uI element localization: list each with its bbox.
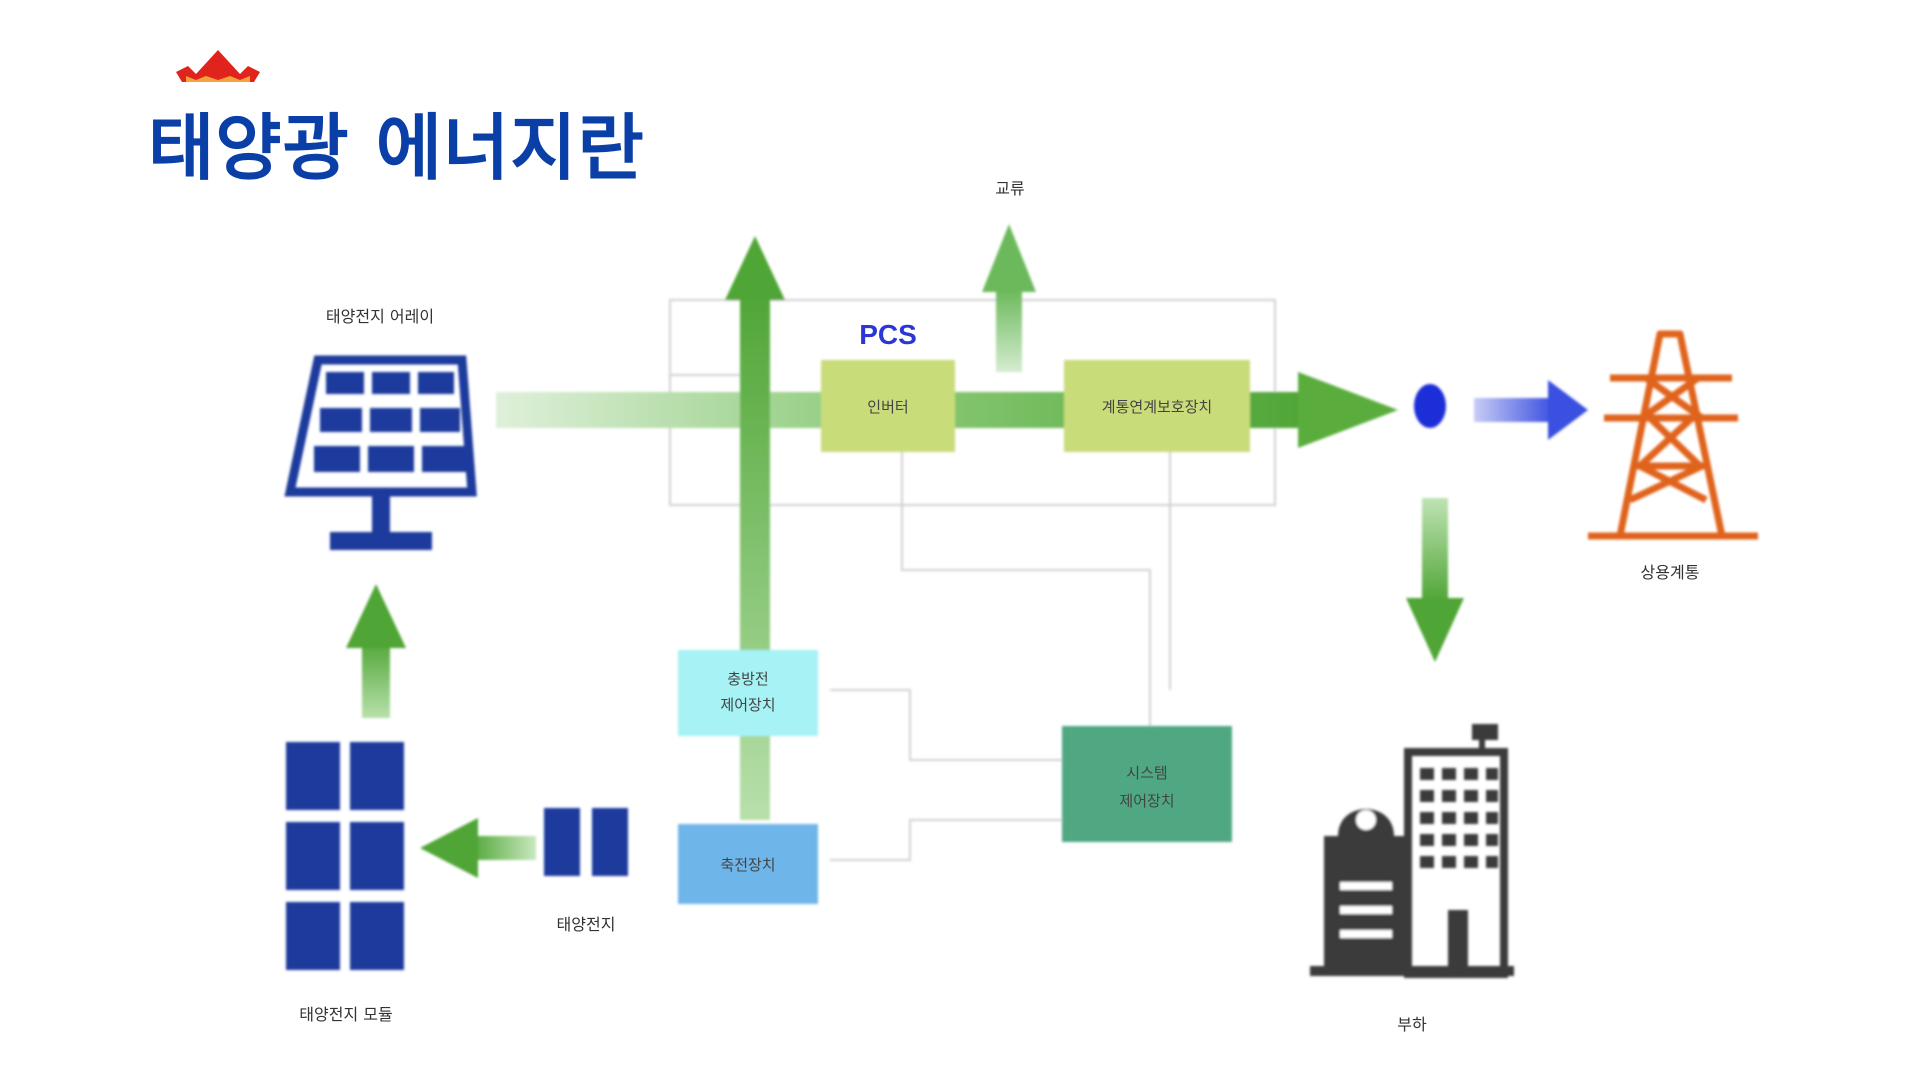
system-control-label-line2: 제어장치	[1119, 792, 1174, 810]
charge-control-box	[678, 650, 818, 736]
crown-icon	[176, 50, 260, 82]
pcs-label: PCS	[859, 319, 917, 350]
load-label: 부하	[1397, 1015, 1427, 1034]
charge-control-label-line2: 제어장치	[720, 696, 775, 714]
module-to-array-arrow-shaft	[362, 640, 390, 718]
solar-cell-label: 태양전지	[557, 915, 616, 934]
cell-to-module-arrow-shaft	[470, 836, 536, 860]
transmission-tower-icon	[1588, 330, 1758, 540]
grid-label: 상용계통	[1641, 563, 1700, 582]
battery-label: 축전장치	[720, 856, 775, 874]
building-icon	[1310, 724, 1514, 978]
cell-to-module-arrowhead	[420, 818, 478, 878]
grid-protection-box	[1064, 360, 1250, 452]
to-load-arrow-shaft	[1422, 498, 1448, 602]
ac-arrow-shaft	[996, 290, 1022, 372]
ac-label: 교류	[995, 179, 1024, 198]
main-flow-arrowhead	[1298, 372, 1398, 448]
to-load-arrowhead	[1406, 598, 1464, 662]
page-title: 태양광 에너지란	[148, 106, 645, 190]
system-control-label-line1: 시스템	[1126, 764, 1167, 782]
solar-panel-icon	[284, 355, 477, 550]
vertical-flow-arrowhead	[725, 236, 785, 300]
to-grid-arrow-shaft	[1474, 398, 1554, 422]
ac-arrowhead	[982, 224, 1036, 292]
vertical-flow-arrow-shaft	[740, 290, 770, 820]
inverter-label: 인버터	[867, 398, 908, 416]
system-control-box	[1062, 726, 1232, 842]
module-to-array-arrowhead	[346, 584, 406, 648]
solar-module-icon	[286, 742, 404, 970]
to-grid-arrowhead	[1548, 380, 1588, 440]
charge-control-label-line1: 충방전	[727, 670, 768, 688]
battery-box	[678, 824, 818, 904]
grid-protection-label: 계통연계보호장치	[1102, 398, 1212, 416]
solar-array-label: 태양전지 어레이	[326, 307, 434, 326]
inverter-box	[821, 360, 955, 452]
junction-node	[1414, 384, 1446, 428]
solar-cell-icon	[544, 808, 628, 876]
solar-module-label: 태양전지 모듈	[299, 1005, 392, 1024]
